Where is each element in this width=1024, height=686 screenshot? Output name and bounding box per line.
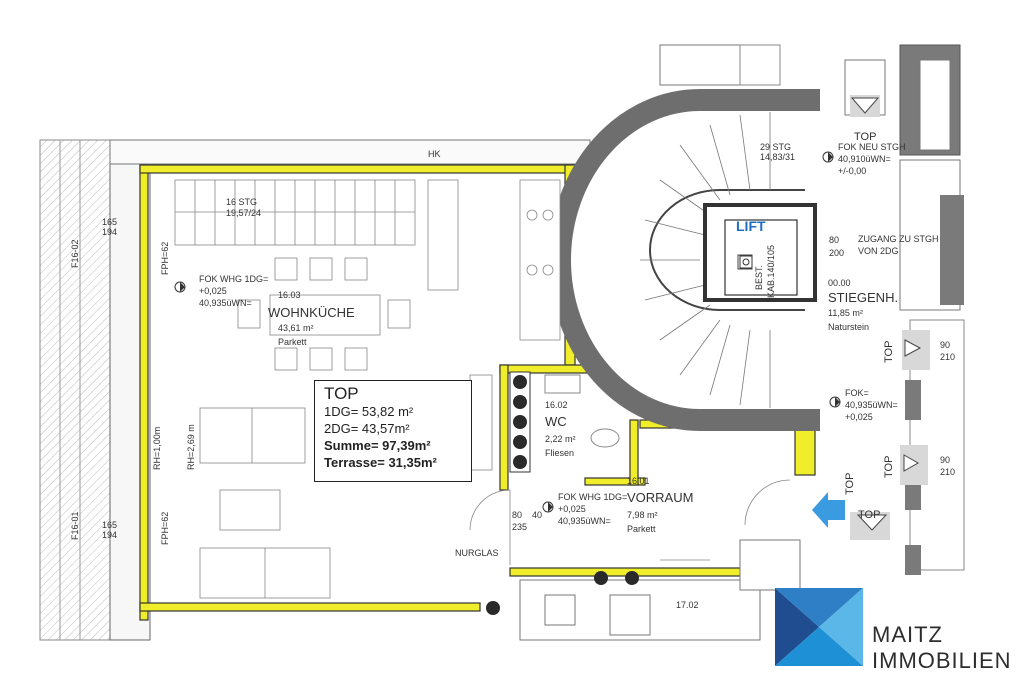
stairs-main-count: 29 STG (760, 142, 791, 152)
adjacent-top (109, 44, 961, 165)
logo-line-1: MAITZ (872, 622, 943, 647)
stairs-int-dim: 19,57/24 (226, 208, 261, 218)
fok-neu-value-b: +/-0,00 (838, 166, 866, 176)
room-number-wc: 16.02 (545, 400, 568, 410)
fok-value-1b: 40,935üWN= (199, 298, 252, 308)
fok-3-value-b: +0,025 (845, 412, 873, 422)
top-area-2dg: 2DG= 43,57m² (324, 421, 410, 436)
axis-label-1: F16-02 (70, 239, 80, 268)
lift-door-width: 80 (829, 235, 839, 245)
zugang-label: ZUGANG ZU STGH (858, 234, 939, 244)
lift-door-height: 200 (829, 248, 844, 258)
fph-2: FPH=62 (160, 512, 170, 545)
wc-fixtures (544, 374, 620, 448)
top-tag-3: TOP (883, 456, 895, 478)
room-name-vorraum: VORRAUM (627, 490, 693, 505)
railing-height-1: RH=1,00m (152, 427, 162, 470)
door-width-2: 90 (940, 455, 950, 465)
interior-stair (174, 179, 459, 291)
window-2b: 194 (102, 530, 117, 540)
fok-label-2: FOK WHG 1DG= (558, 492, 627, 502)
room-area-stiegenh: 11,85 m² (828, 308, 863, 318)
room-floor-stiegenh: Naturstein (828, 322, 869, 332)
window-1a: 165 (102, 217, 117, 227)
room-area-wc: 2,22 m² (545, 434, 576, 444)
entrance-arrow-icon (812, 492, 845, 528)
adjacent-bottom (519, 539, 801, 641)
top-tag-2: TOP (883, 341, 895, 363)
window-1b: 194 (102, 227, 117, 237)
level-markers (174, 151, 841, 513)
fok-label-1: FOK WHG 1DG= (199, 274, 268, 284)
lift-cab-size: KAB.140/105 (766, 245, 776, 298)
left-facade (39, 139, 151, 641)
top-markers (850, 95, 930, 540)
company-logo (775, 588, 863, 666)
fok-value-2a: +0,025 (558, 504, 586, 514)
door-80: 80 (512, 510, 522, 520)
room-number-next: 17.02 (676, 600, 699, 610)
fok-neu-label: FOK NEU STGH (838, 142, 906, 152)
room-name-stiegenh: STIEGENH. (828, 290, 898, 305)
kitchen (519, 179, 561, 341)
hk-label: HK (428, 149, 441, 159)
fph-1: FPH=62 (160, 242, 170, 275)
top-area-box: TOP 1DG= 53,82 m² 2DG= 43,57m² Summe= 97… (314, 380, 472, 482)
doors (469, 479, 791, 565)
stairs-int-count: 16 STG (226, 197, 257, 207)
shafts (486, 371, 639, 615)
fok-3-label: FOK= (845, 388, 869, 398)
window-2a: 165 (102, 520, 117, 530)
room-number-stiegenh: 00.00 (828, 278, 851, 288)
stairs-main-dim: 14,83/31 (760, 152, 795, 162)
room-area-wohnkueche: 43,61 m² (278, 323, 314, 333)
door-height-2: 210 (940, 467, 955, 477)
room-floor-vorraum: Parkett (627, 524, 656, 534)
dining-table (237, 257, 411, 371)
logo-text: MAITZ IMMOBILIEN (872, 622, 1012, 674)
railing-height-2: RH=2,69 m (186, 424, 196, 470)
room-name-wohnkueche: WOHNKÜCHE (268, 305, 355, 320)
logo-line-2: IMMOBILIEN (872, 648, 1012, 673)
lift-cab-label: BEST. (754, 265, 764, 290)
top-tag-1: TOP (854, 131, 876, 143)
room-area-vorraum: 7,98 m² (627, 510, 658, 520)
top-area-title: TOP (324, 384, 359, 403)
living-furniture (199, 374, 493, 599)
room-floor-wc: Fliesen (545, 448, 574, 458)
axis-label-2: F16-01 (70, 511, 80, 540)
top-area-sum: Summe= 97,39m² (324, 438, 431, 453)
lift-label: LIFT (736, 218, 766, 234)
room-number-wohnkueche: 16.03 (278, 290, 301, 300)
accessibility-icon (739, 255, 753, 269)
fok-neu-value-a: 40,910üWN= (838, 154, 891, 164)
top-tag-4: TOP (844, 473, 856, 495)
top-area-terrace: Terrasse= 31,35m² (324, 455, 437, 470)
fok-value-2b: 40,935üWN= (558, 516, 611, 526)
zugang-label-2: VON 2DG (858, 246, 899, 256)
nurglas-label: NURGLAS (455, 548, 499, 558)
lift-shaft (703, 203, 817, 302)
door-width-1: 90 (940, 340, 950, 350)
door-235: 235 (512, 522, 527, 532)
top-area-1dg: 1DG= 53,82 m² (324, 404, 414, 419)
fok-3-value-a: 40,935üWN= (845, 400, 898, 410)
door-height-1: 210 (940, 352, 955, 362)
top-tag-5: TOP (858, 509, 880, 521)
room-number-vorraum: 16.01 (627, 476, 650, 486)
door-40: 40 (532, 510, 542, 520)
fok-value-1a: +0,025 (199, 286, 227, 296)
room-name-wc: WC (545, 414, 567, 429)
room-floor-wohnkueche: Parkett (278, 337, 307, 347)
